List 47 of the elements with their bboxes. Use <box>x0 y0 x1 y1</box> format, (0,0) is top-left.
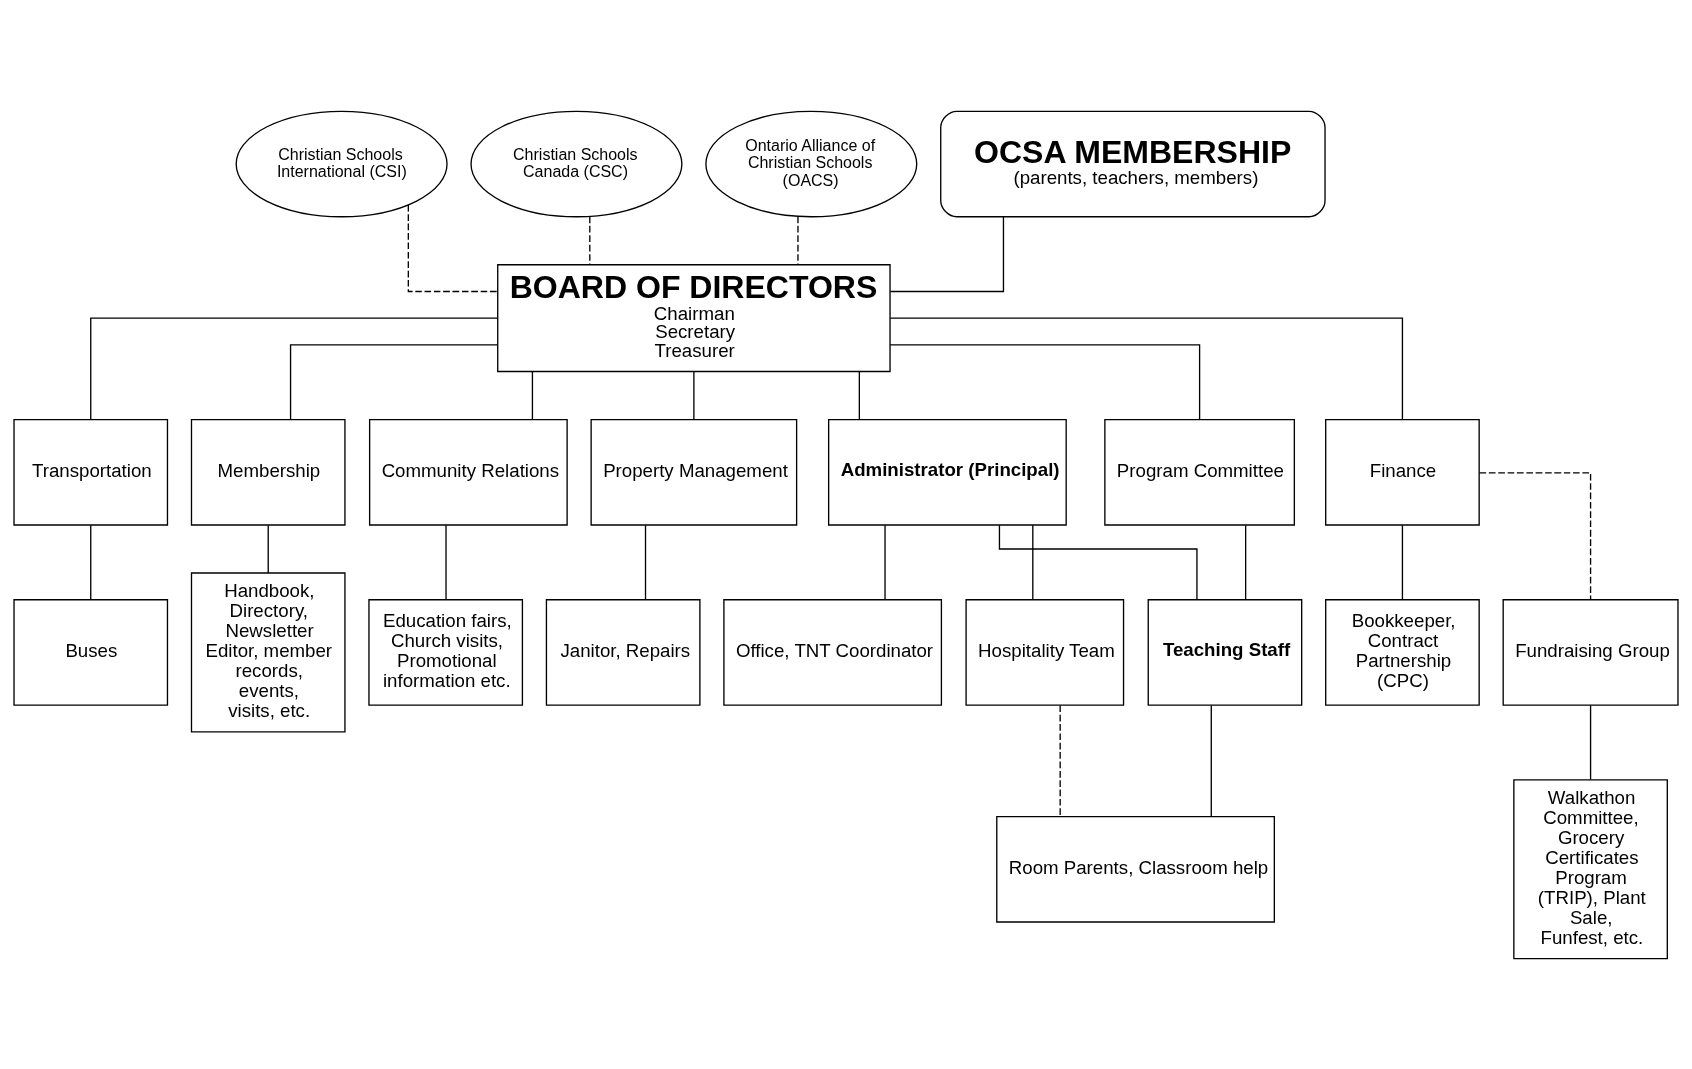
connector <box>1401 524 1404 600</box>
node-box: Handbook, Directory, Newsletter Editor, member records, events, visits, etc. <box>190 571 346 732</box>
connector <box>693 370 695 420</box>
connector <box>267 524 269 574</box>
node-box: Community Relations <box>368 418 568 526</box>
node-ellipse: Ontario Alliance of Christian Schools (OACS) <box>705 110 918 217</box>
connector <box>797 215 799 265</box>
node-box: Walkathon Committee, Grocery Certificates Program (TRIP), Plant Sale, Funfest, etc. <box>1513 778 1668 959</box>
connector <box>90 317 499 420</box>
node-box: Transportation <box>13 418 169 526</box>
connector <box>889 317 1404 420</box>
node-box: Teaching Staff <box>1147 598 1303 706</box>
connector <box>1210 704 1212 817</box>
node-ellipse: Christian Schools International (CSI) <box>235 110 448 217</box>
node-box: Administrator (Principal) <box>828 418 1067 526</box>
node-box: Membership <box>190 418 346 526</box>
connector <box>889 343 1201 420</box>
connector <box>1244 524 1247 600</box>
node-ellipse: Christian Schools Canada (CSC) <box>470 110 683 217</box>
node-box: Education fairs, Church visits, Promotional information etc. <box>368 598 524 706</box>
node-box: Janitor, Repairs <box>545 598 701 706</box>
node-box: Program Committee <box>1104 418 1295 526</box>
node-box: Bookkeeper, Contract Partnership (CPC) <box>1325 598 1480 706</box>
node-box: Finance <box>1325 418 1480 526</box>
connector <box>858 370 860 420</box>
connector <box>531 370 534 420</box>
node-box: Hospitality Team <box>965 598 1125 706</box>
connector <box>90 524 92 600</box>
connector <box>1032 524 1034 600</box>
connector <box>1589 704 1592 780</box>
node-box: Office, TNT Coordinator <box>723 598 943 706</box>
connector <box>445 524 447 600</box>
connector <box>407 203 499 292</box>
connector <box>884 524 886 600</box>
connector <box>1478 471 1592 600</box>
connector <box>1059 704 1061 817</box>
node-box: OCSA MEMBERSHIP (parents, teachers, members) <box>940 110 1326 217</box>
node-box: Buses <box>13 598 169 706</box>
node-box: BOARD OF DIRECTORS Chairman Secretary Treasurer <box>497 263 891 372</box>
node-box: Room Parents, Classroom help <box>996 815 1275 923</box>
node-box: Property Management <box>590 418 798 526</box>
connector <box>644 524 647 600</box>
connector <box>289 343 499 420</box>
connector <box>889 215 1005 292</box>
connector <box>998 524 1198 600</box>
connector <box>589 215 591 265</box>
node-box: Fundraising Group <box>1502 598 1679 706</box>
